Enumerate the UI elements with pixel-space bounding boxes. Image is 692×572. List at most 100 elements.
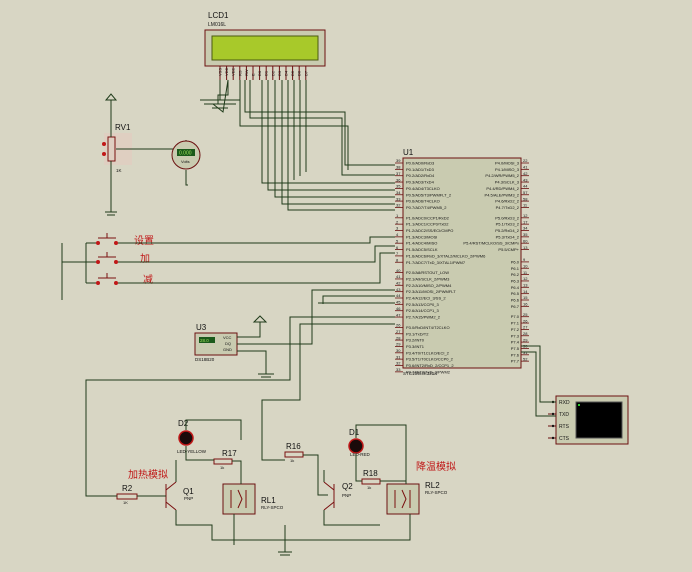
q1-ref: Q1 xyxy=(183,487,194,496)
mcu-right-pin-number: 57 xyxy=(523,190,528,195)
button-add[interactable]: 加 xyxy=(96,252,150,265)
button-add-pin-1 xyxy=(96,260,100,264)
mcu-right-pin-name: P5.1/TxD3_2 xyxy=(496,222,520,227)
mcu-right-pin-number: 43 xyxy=(523,177,528,182)
lcd-pin-label: RS xyxy=(237,70,242,76)
transistor-q2[interactable]: Q2 PNP xyxy=(323,481,353,511)
mcu-right-pin-name: P5.5/CMP+ xyxy=(498,247,519,252)
lcd-data-bus xyxy=(261,80,395,211)
led-d1[interactable]: D1 LED-RED xyxy=(348,428,371,457)
mcu-right-pin-name: P4.1/MISO_3 xyxy=(495,167,520,172)
transistor-q1[interactable]: Q1 PNP xyxy=(165,481,194,511)
mcu-left-pin-number: 42 xyxy=(396,281,401,286)
mcu-left-pin-name: P2.5/A13/CCP0_3 xyxy=(406,302,439,307)
resistor-r2[interactable]: R2 1K xyxy=(116,484,138,505)
button-add-label: 加 xyxy=(140,253,150,265)
button-sub-plunger xyxy=(98,273,116,279)
lcd-pin-label: VEE xyxy=(231,68,236,76)
led-d2[interactable]: D2 LED-YELLOW xyxy=(177,419,207,454)
terminal-pin-label: RTS xyxy=(559,424,570,430)
mcu-right-pin-number: 34 xyxy=(523,226,528,231)
u3-ds18b20[interactable]: U3 28.0 VCC DQ GND DS18B20 xyxy=(194,323,238,362)
mcu-left-pin-number: 45 xyxy=(396,300,401,305)
mcu-right-pin-name: P6.1 xyxy=(511,266,520,271)
mcu-right-pin-name: P5.3/TxD4_2 xyxy=(496,234,520,239)
u3-part: DS18B20 xyxy=(195,357,215,362)
mcu-left-pin-name: P0.2/AD2/RxD4 xyxy=(406,173,435,178)
mcu-right-pin-number: 35 xyxy=(523,232,528,237)
mcu-right-pin-number: 26 xyxy=(523,318,528,323)
mcu-right-pin-number: 25 xyxy=(523,312,528,317)
mcu-left-pin-number: 39 xyxy=(396,158,401,163)
mcu-right-pins: 22P4.0/MOSI_341P4.1/MISO_342P4.2/WR/PWM5… xyxy=(463,158,529,364)
mcu-left-pin-name: P3.3/INT1 xyxy=(406,344,425,349)
mcu-right-pin-name: P5.4/RST/MCLKO/SS_3/CMPx xyxy=(463,241,519,246)
mcu-left-pin-name: P0.0/AD0/RxD3 xyxy=(406,161,435,166)
voltmeter-display xyxy=(177,149,195,156)
terminal-screen xyxy=(575,401,623,439)
r17-value: 1k xyxy=(220,465,224,470)
lcd-pin-label: D3 xyxy=(277,70,282,76)
mcu-left-pin-name: P2.1/A9/SCLK_2/PWM3 xyxy=(406,276,450,281)
lcd-pin-label: D4 xyxy=(284,70,289,76)
resistor-r17[interactable]: R17 1k xyxy=(213,449,237,470)
relay-rl2[interactable]: RL2 RLY-SPCO xyxy=(386,481,448,515)
terminal-pin-dot xyxy=(551,424,555,428)
mcu-right-pin-number: 13 xyxy=(523,283,528,288)
mcu-left-pin-name: P2.2/A10/MISO_2/PWM4 xyxy=(406,283,452,288)
button-sub-pin-1 xyxy=(96,281,100,285)
mcu-right-pin-number: 27 xyxy=(523,325,528,330)
rl2-body xyxy=(386,483,420,515)
button-sub[interactable]: 减 xyxy=(96,273,153,286)
mcu-right-pin-number: 17 xyxy=(523,219,528,224)
mcu-ref: U1 xyxy=(403,148,414,157)
mcu-left-pin-name: P3.0/RxD/INT4/T2CLKO xyxy=(406,325,450,330)
mcu-left-pin-name: P2.4/A12/ECI_3/SS_2 xyxy=(406,296,446,301)
mcu-left-pin-number: 38 xyxy=(396,165,401,170)
rv1-potentiometer[interactable]: RV1 1K xyxy=(102,123,132,173)
driver-wiring xyxy=(85,316,411,556)
mcu-right-pin-name: P6.0 xyxy=(511,259,520,264)
mcu-left-pin-number: 2 xyxy=(396,219,399,224)
rl1-symbol xyxy=(230,489,247,509)
mcu-left-pin-number: 8 xyxy=(396,257,399,262)
mcu-left-pin-number: 32 xyxy=(396,203,401,208)
mcu-right-pin-number: 22 xyxy=(523,158,528,163)
mcu-right-pin-name: P7.7 xyxy=(511,359,520,364)
relay-rl1[interactable]: RL1 RLY-SPCO xyxy=(222,483,284,515)
mcu-right-pin-name: P4.5/ALE/PWM3_2 xyxy=(485,192,520,197)
terminal-pin-label: TXD xyxy=(559,412,569,418)
mcu-right-pin-name: P4.4/RD/PWM4_2 xyxy=(486,186,519,191)
button-sub-label: 减 xyxy=(143,274,153,286)
mcu-left-pin-name: P1.6/ADC6/RxD_3/XTAL2/MCLKO_2/PWM6 xyxy=(406,253,486,258)
mcu-right-pin-number: 11 xyxy=(523,270,528,275)
mcu-left-pin-number: 47 xyxy=(396,312,401,317)
lcd-pin-label: D0 xyxy=(257,70,262,76)
mcu-part: STC15W4K32S4 xyxy=(403,371,438,376)
terminal-pin-label: RXD xyxy=(559,400,570,406)
mcu-left-pin-number: 4 xyxy=(396,232,399,237)
mcu-right-pin-name: P6.5 xyxy=(511,291,520,296)
button-set[interactable]: 设置 xyxy=(96,233,154,247)
q2-type: PNP xyxy=(342,493,351,498)
lcd-pin-label: D6 xyxy=(297,70,302,76)
voltmeter-reading: 0.000 xyxy=(179,151,192,157)
button-set-label: 设置 xyxy=(134,235,154,247)
d1-body xyxy=(348,438,364,454)
mcu-right-pin-number: 29 xyxy=(523,337,528,342)
mcu-left-pin-name: P1.0/ADC0/CCP1/RxD2 xyxy=(406,215,450,220)
resistor-r18[interactable]: R18 1k xyxy=(361,469,381,490)
resistor-r16[interactable]: R16 1k xyxy=(284,442,304,463)
mcu-left-pin-number: 34 xyxy=(396,190,401,195)
mcu-right-pin-name: P4.2/WR/PWM5_2 xyxy=(485,173,519,178)
mcu-left-pin-name: P2.0/A8/RSTOUT_LOW xyxy=(406,270,449,275)
r2-ref: R2 xyxy=(122,484,133,493)
rl1-ref: RL1 xyxy=(261,496,276,505)
mcu-left-pin-name: P0.6/AD6/T4CLKO xyxy=(406,199,440,204)
voltmeter[interactable]: 0.000 Volts xyxy=(171,140,201,170)
